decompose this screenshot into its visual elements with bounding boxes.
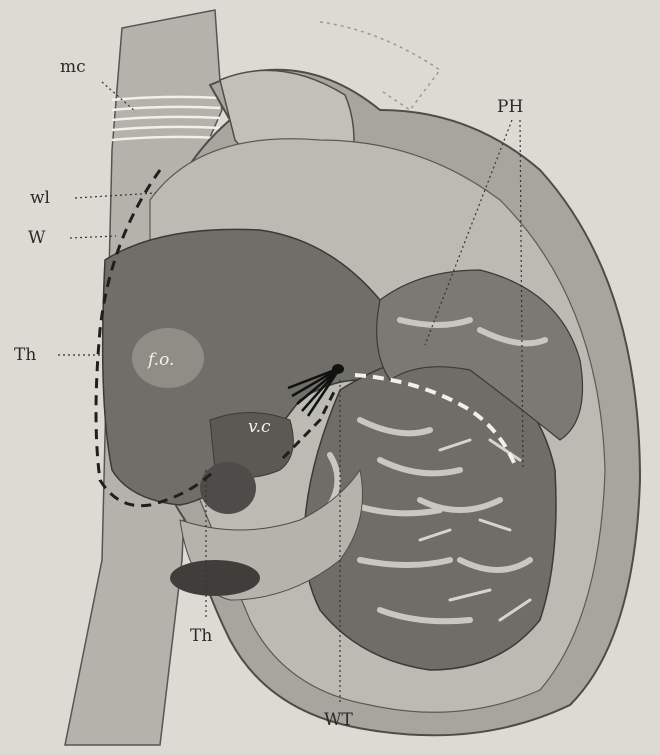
label-w: W <box>28 228 46 248</box>
label-fo: f.o. <box>146 350 174 370</box>
label-vc: v.c <box>248 417 271 437</box>
label-wl: wl <box>30 188 50 208</box>
coronary-sinus-opening <box>200 462 256 514</box>
label-wt: WT <box>324 710 353 730</box>
label-ph: PH <box>497 97 523 117</box>
label-th-bottom: Th <box>190 626 212 646</box>
label-th-left: Th <box>14 345 36 365</box>
label-mc: mc <box>60 57 86 77</box>
wire-tip-knob <box>332 364 344 374</box>
bottom-nodule <box>170 560 260 596</box>
